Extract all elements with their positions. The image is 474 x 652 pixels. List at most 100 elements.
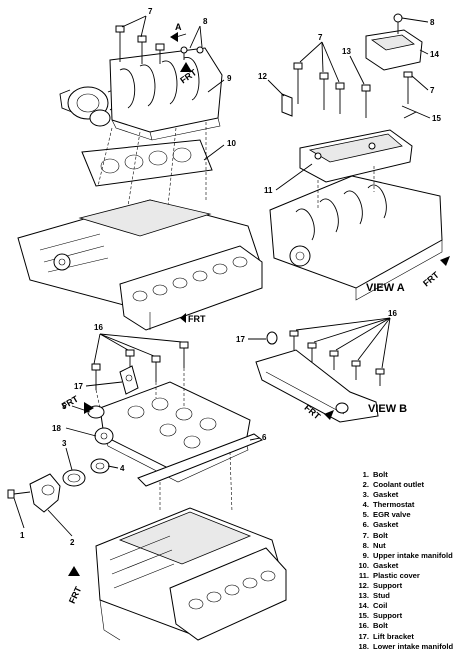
legend-item: 10.Gasket	[355, 561, 473, 571]
lower-gasket-drawing	[137, 433, 264, 487]
legend-item-text: Gasket	[373, 520, 399, 530]
legend-item-number: 14.	[358, 601, 369, 611]
legend-item: 16. Bolt	[355, 621, 473, 631]
legend-item: 4. Thermostat	[355, 500, 473, 510]
legend-item: 9. Upper intake manifold	[355, 551, 473, 561]
callout-7-view-a-right: 7	[430, 86, 435, 95]
callout-16-view-b: 16	[388, 309, 397, 318]
legend-item-number: 3.	[362, 490, 369, 500]
legend-item-text: Upper intake manifold	[373, 550, 453, 560]
legend-item-text: Coolant outlet	[373, 480, 425, 490]
callout-18: 18	[52, 424, 61, 433]
legend-item-text: EGR valve	[373, 510, 411, 520]
legend-item: 6. Gasket	[355, 520, 473, 530]
frt-arrow-icon-top-middle	[180, 62, 192, 72]
frt-arrow-icon-view-a	[440, 256, 450, 266]
legend-item-number: 18.	[358, 641, 369, 651]
engine-block-drawing-bottom	[95, 507, 287, 641]
frt-arrow-icon-view-b	[324, 410, 334, 420]
legend-item: 15.Support	[355, 611, 473, 621]
legend-item-text: Bolt	[373, 470, 388, 479]
legend-item: 17.Lift bracket	[355, 632, 473, 642]
view-b-illustration: 16 17 FRT VIEW B	[236, 309, 407, 423]
legend-item-number: 2.	[362, 480, 369, 490]
callout-6: 6	[262, 433, 267, 442]
legend-item-number: 12.	[358, 581, 369, 591]
view-b-title: VIEW B	[368, 403, 407, 415]
upper-gasket-drawing	[81, 139, 213, 187]
legend-item: 14. Coil	[355, 601, 473, 611]
legend-item: 18. Lower intake manifold	[355, 642, 473, 652]
frt-label-bottom-left: FRT	[67, 585, 84, 606]
upper-intake-assembly-illustration: 7 8 9 10 A FRT FRT	[17, 7, 263, 331]
legend-item-text: Bolt	[373, 621, 388, 631]
legend-item-text: Thermostat	[373, 500, 415, 510]
legend-item: 8. Nut	[355, 541, 473, 551]
frt-arrow-icon-bottom-middle	[84, 402, 94, 414]
view-a-arrow-icon	[170, 32, 187, 42]
bolt-drawings-view-a	[293, 62, 371, 118]
bolt-drawings-bottom	[91, 341, 189, 390]
arrow-a-label: A	[175, 22, 182, 32]
legend-item-number: 8.	[362, 540, 369, 550]
callout-8-top: 8	[203, 17, 208, 26]
legend-item-text: Coil	[373, 601, 388, 611]
view-b-manifold-drawing	[255, 331, 379, 423]
callout-13: 13	[342, 47, 351, 56]
gasket-3-drawing	[62, 469, 86, 487]
upper-manifold-drawing	[109, 47, 223, 141]
frt-label-view-a: FRT	[421, 269, 441, 288]
legend-item: 12. Support	[355, 581, 473, 591]
plastic-cover-drawing	[299, 129, 413, 183]
callout-7-top: 7	[148, 7, 153, 16]
legend-item-text: Lower intake manifold	[373, 641, 454, 651]
legend-item: 5. EGR valve	[355, 510, 473, 520]
callout-11: 11	[264, 186, 273, 195]
legend-item-text: Bolt	[373, 530, 388, 540]
frt-arrow-icon-bottom-left	[68, 566, 80, 576]
callout-1: 1	[20, 531, 25, 540]
frt-label-bottom-middle: FRT	[60, 393, 81, 411]
bolt-drawings-top	[115, 25, 204, 64]
view-a-title: VIEW A	[366, 282, 405, 294]
callout-17-view-b: 17	[236, 335, 245, 344]
legend-item-number: 4.	[362, 500, 369, 510]
lower-intake-assembly-illustration: 16 17 5 18 3 1 2 4 6 FRT FRT	[7, 323, 287, 641]
legend-item-number: 5.	[362, 510, 369, 520]
callout-5: 5	[62, 402, 67, 411]
legend-item: 11.Plastic cover	[355, 571, 473, 581]
legend-item: 2. Coolant outlet	[355, 480, 473, 490]
bolt-1-drawing	[7, 489, 31, 499]
legend-item: 1.Bolt	[355, 470, 473, 480]
callout-12: 12	[258, 72, 267, 81]
callout-2: 2	[70, 538, 75, 547]
view-a-manifold-drawing	[269, 175, 443, 301]
legend-item-number: 9.	[362, 550, 369, 560]
coil-drawing	[365, 13, 423, 119]
legend-item-number: 7.	[362, 530, 369, 540]
throttle-body-drawing	[59, 86, 125, 127]
legend-item: 13. Stud	[355, 591, 473, 601]
callout-4: 4	[120, 464, 125, 473]
callout-9: 9	[227, 74, 232, 83]
support-12-drawing	[281, 93, 293, 117]
legend-item-number: 16.	[358, 621, 369, 631]
legend-item-text: Nut	[373, 540, 386, 550]
alignment-lines-top	[97, 122, 207, 207]
legend-item-text: Gasket	[373, 490, 399, 500]
legend-item-text: Stud	[373, 591, 390, 601]
legend-item-number: 13.	[358, 591, 369, 601]
callout-17-bottom: 17	[74, 382, 83, 391]
lift-bracket-drawing	[119, 365, 139, 395]
callout-3: 3	[62, 439, 67, 448]
view-a-illustration: 7 8 13 12 14 7 15 11 FRT VIEW A	[258, 13, 450, 301]
legend-item-text: Support	[373, 581, 403, 591]
callout-16-bottom: 16	[94, 323, 103, 332]
legend-item-text: Lift bracket	[373, 631, 414, 641]
coolant-outlet-drawing	[29, 473, 61, 513]
legend-item-number: 15.	[358, 611, 369, 621]
callout-14: 14	[430, 50, 439, 59]
legend-item-number: 6.	[362, 520, 369, 530]
